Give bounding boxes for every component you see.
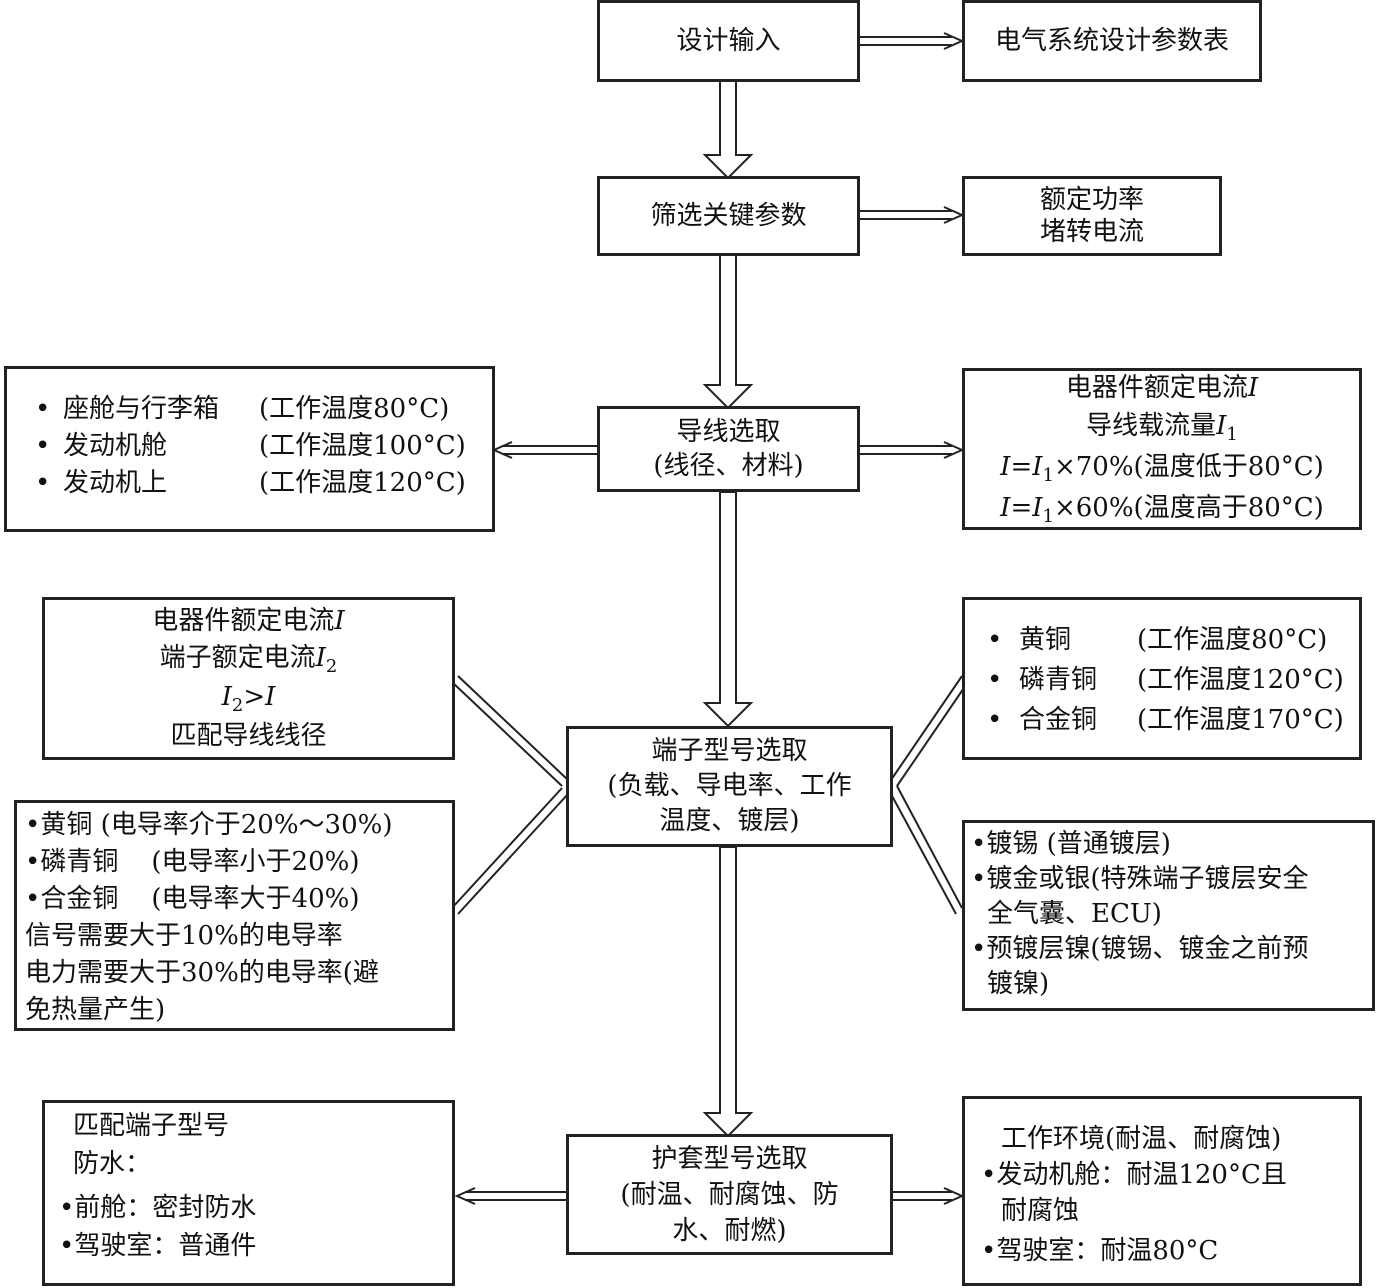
- env-item: • 发动机上 (工作温度120°C): [35, 468, 466, 498]
- arrow-terminal-to-right-bottom: [890, 785, 963, 915]
- sheath-left-line: •前舱：密封防水: [59, 1193, 257, 1223]
- arrow-key-to-power: [860, 206, 965, 224]
- sheath-select-line-2: (耐温、耐腐蚀、防: [620, 1179, 839, 1210]
- plating-line: 镀镍): [987, 969, 1050, 999]
- sheath-select-box: 护套型号选取 (耐温、耐腐蚀、防 水、耐燃): [566, 1134, 893, 1255]
- design-input-label: 设计输入: [676, 25, 781, 56]
- arrow-key-to-wire: [702, 254, 754, 410]
- terminal-current-line-4: 匹配导线线径: [170, 720, 327, 751]
- sheath-right-line: •驾驶室：耐温80°C: [981, 1236, 1219, 1266]
- key-params-box: 筛选关键参数: [597, 176, 860, 256]
- arrow-wire-to-current: [860, 441, 965, 459]
- wire-select-title: 导线选取: [676, 417, 781, 447]
- env-temp-box: • 座舱与行李箱 (工作温度80°C) • 发动机舱 (工作温度100°C) •…: [4, 366, 495, 532]
- arrow-terminal-to-right-top: [890, 675, 969, 787]
- arrow-sheath-to-right: [893, 1187, 965, 1205]
- arrow-input-to-key: [702, 79, 754, 180]
- terminal-select-title: 端子型号选取: [651, 736, 808, 766]
- material-item: • 磷青铜 (工作温度120°C): [987, 665, 1344, 695]
- conductivity-line: •黄铜 (电导率介于20%～30%): [25, 810, 393, 840]
- conductivity-line: •磷青铜 (电导率小于20%): [25, 847, 360, 877]
- terminal-current-box: 电器件额定电流I 端子额定电流I2 I2>I 匹配导线线径: [42, 597, 455, 760]
- plating-line: •镀金或银(特殊端子镀层安全: [971, 864, 1309, 894]
- arrow-terminal-to-sheath: [702, 846, 754, 1138]
- sheath-right-line: •发动机舱：耐温120°C且: [981, 1160, 1287, 1190]
- current-box: 电器件额定电流I 导线载流量I1 I=I1×70%(温度低于80°C) I=I1…: [962, 368, 1362, 530]
- terminal-select-line-2: (负载、导电率、工作: [607, 771, 852, 801]
- conductivity-line: •合金铜 (电导率大于40%): [25, 884, 360, 914]
- terminal-current-line-2: 端子额定电流I2: [159, 642, 338, 677]
- current-line-3: I=I1×70%(温度低于80°C): [1000, 451, 1324, 486]
- design-input-box: 设计输入: [597, 0, 860, 82]
- terminal-current-line-1: 电器件额定电流I: [152, 605, 345, 636]
- sheath-right-line: 工作环境(耐温、耐腐蚀): [1001, 1124, 1282, 1154]
- material-item: • 合金铜 (工作温度170°C): [987, 705, 1344, 735]
- key-params-label: 筛选关键参数: [650, 200, 807, 231]
- param-table-label: 电气系统设计参数表: [994, 25, 1229, 56]
- conductivity-line: 电力需要大于30%的电导率(避: [25, 958, 379, 988]
- current-line-1: 电器件额定电流I: [1065, 372, 1259, 403]
- power-current-box: 额定功率 堵转电流: [962, 176, 1222, 256]
- plating-box: •镀锡 (普通镀层) •镀金或银(特殊端子镀层安全 全气囊、ECU) •预镀层镍…: [962, 820, 1375, 1011]
- arrow-wire-to-terminal: [702, 491, 754, 728]
- sheath-left-box: 匹配端子型号 防水： •前舱：密封防水 •驾驶室：普通件: [42, 1100, 455, 1286]
- sheath-left-line: 防水：: [73, 1149, 152, 1179]
- conductivity-line: 信号需要大于10%的电导率: [25, 921, 343, 951]
- rated-power-label: 额定功率: [1039, 185, 1144, 215]
- conductivity-line: 免热量产生): [25, 995, 166, 1025]
- terminal-current-line-3: I2>I: [221, 681, 276, 716]
- stall-current-label: 堵转电流: [1039, 217, 1144, 247]
- current-line-4: I=I1×60%(温度高于80°C): [1000, 492, 1324, 527]
- sheath-select-line-3: 水、耐燃): [672, 1215, 787, 1246]
- plating-line: •镀锡 (普通镀层): [971, 829, 1171, 859]
- wire-select-subtitle: (线径、材料): [653, 451, 804, 481]
- env-item: • 发动机舱 (工作温度100°C): [35, 431, 466, 461]
- wire-select-box: 导线选取 (线径、材料): [597, 406, 860, 492]
- sheath-right-line: 耐腐蚀: [1001, 1196, 1080, 1226]
- sheath-right-box: 工作环境(耐温、耐腐蚀) •发动机舱：耐温120°C且 耐腐蚀 •驾驶室：耐温8…: [962, 1096, 1362, 1286]
- terminal-select-box: 端子型号选取 (负载、导电率、工作 温度、镀层): [566, 726, 893, 847]
- arrow-terminal-to-left-top: [451, 675, 569, 787]
- conductivity-box: •黄铜 (电导率介于20%～30%) •磷青铜 (电导率小于20%) •合金铜 …: [14, 800, 455, 1031]
- arrow-sheath-to-left: [454, 1187, 566, 1205]
- sheath-select-title: 护套型号选取: [651, 1143, 808, 1174]
- env-item: • 座舱与行李箱 (工作温度80°C): [35, 394, 450, 424]
- terminal-select-line-3: 温度、镀层): [659, 806, 800, 836]
- material-temp-box: • 黄铜 (工作温度80°C) • 磷青铜 (工作温度120°C) • 合金铜 …: [962, 597, 1362, 760]
- arrow-wire-to-env: [491, 441, 597, 459]
- sheath-left-line: 匹配端子型号: [73, 1111, 230, 1141]
- plating-line: 全气囊、ECU): [987, 899, 1162, 929]
- sheath-left-line: •驾驶室：普通件: [59, 1231, 257, 1261]
- param-table-box: 电气系统设计参数表: [962, 0, 1262, 82]
- plating-line: •预镀层镍(镀锡、镀金之前预: [971, 934, 1309, 964]
- arrow-terminal-to-left-bottom: [451, 787, 569, 915]
- current-line-2: 导线载流量I1: [1086, 410, 1238, 445]
- material-item: • 黄铜 (工作温度80°C): [987, 625, 1328, 655]
- arrow-input-to-table: [860, 32, 965, 50]
